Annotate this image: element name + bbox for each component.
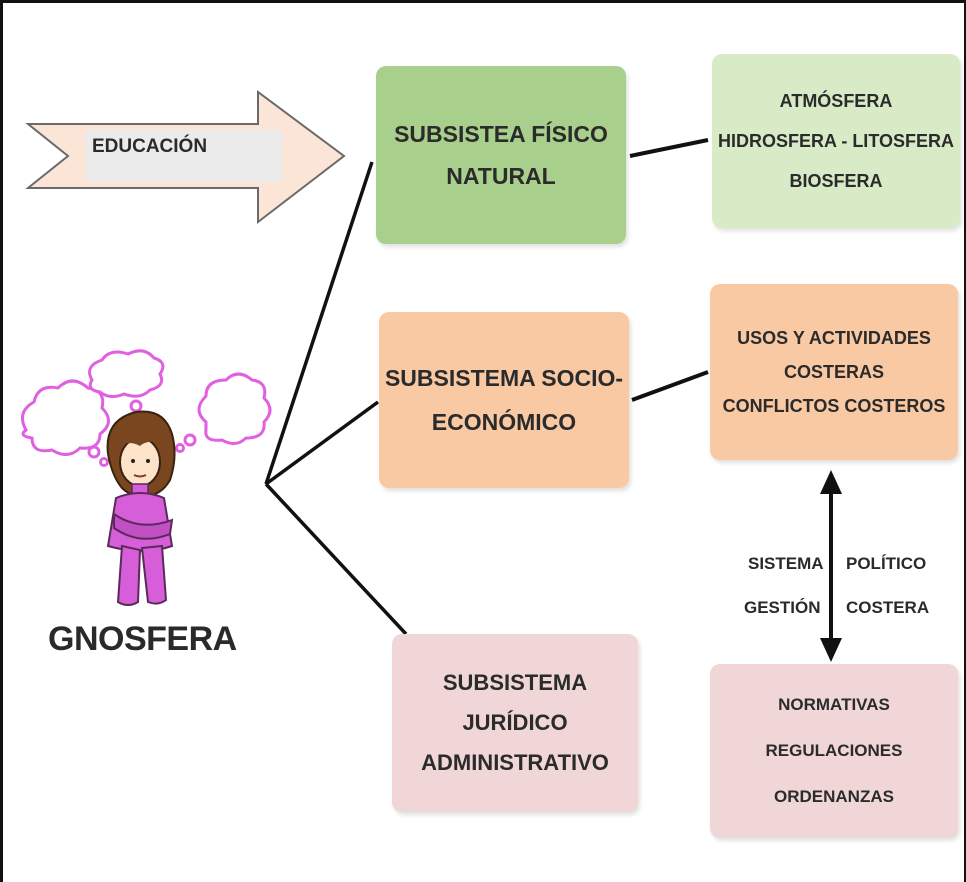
gnosfera-label: GNOSFERA	[48, 620, 237, 658]
subsystem-legal-line-1: SUBSISTEMA	[442, 670, 588, 695]
subsystem-socio-line-2: ECONÓMICO	[431, 409, 577, 435]
connector-physical-detail	[629, 138, 709, 158]
subsystem-socio-economic-box: SUBSISTEMA SOCIO- ECONÓMICO	[379, 312, 629, 488]
legal-detail-line-1: NORMATIVAS	[778, 695, 890, 714]
physical-detail-line-3: BIOSFERA	[789, 171, 883, 191]
legal-detail-line-3: ORDENANZAS	[774, 787, 894, 806]
connector-to-physical	[264, 161, 374, 485]
link-label-gestion: GESTIÓN	[744, 598, 821, 617]
subsystem-socio-line-1: SUBSISTEMA SOCIO-	[384, 365, 624, 391]
thinking-girl-icon	[106, 410, 176, 606]
subsystem-legal-line-2: JURÍDICO	[462, 710, 568, 735]
double-arrow-head-down	[820, 638, 842, 662]
socio-detail-line-3: CONFLICTOS COSTEROS	[722, 396, 946, 416]
socio-detail-line-2: COSTERAS	[783, 362, 884, 382]
link-label-costera: COSTERA	[846, 598, 930, 617]
connector-socio-detail	[631, 370, 709, 402]
double-arrow-head-up	[820, 470, 842, 494]
subsystem-physical-natural-box: SUBSISTEA FÍSICO NATURAL	[376, 66, 626, 244]
socio-detail-box: USOS Y ACTIVIDADES COSTERAS CONFLICTOS C…	[710, 284, 958, 460]
subsystem-physical-line-1: SUBSISTEA FÍSICO	[394, 121, 608, 147]
education-label: EDUCACIÓN	[86, 130, 282, 182]
connector-to-legal	[264, 482, 408, 636]
link-label-politico: POLÍTICO	[846, 554, 927, 573]
subsystem-physical-line-2: NATURAL	[446, 163, 556, 189]
legal-detail-line-2: REGULACIONES	[765, 741, 903, 760]
link-label-sistema: SISTEMA	[748, 554, 824, 573]
connector-to-socio	[264, 400, 380, 486]
legal-detail-box: NORMATIVAS REGULACIONES ORDENANZAS	[710, 664, 958, 838]
socio-detail-line-1: USOS Y ACTIVIDADES	[737, 328, 931, 348]
physical-detail-line-1: ATMÓSFERA	[779, 91, 893, 111]
thought-bubble-icon	[20, 349, 272, 467]
physical-detail-box: ATMÓSFERA HIDROSFERA - LITOSFERA BIOSFER…	[712, 54, 960, 228]
subsystem-legal-admin-box: SUBSISTEMA JURÍDICO ADMINISTRATIVO	[392, 634, 638, 812]
physical-detail-line-2: HIDROSFERA - LITOSFERA	[717, 131, 954, 151]
subsystem-legal-line-3: ADMINISTRATIVO	[421, 750, 609, 775]
